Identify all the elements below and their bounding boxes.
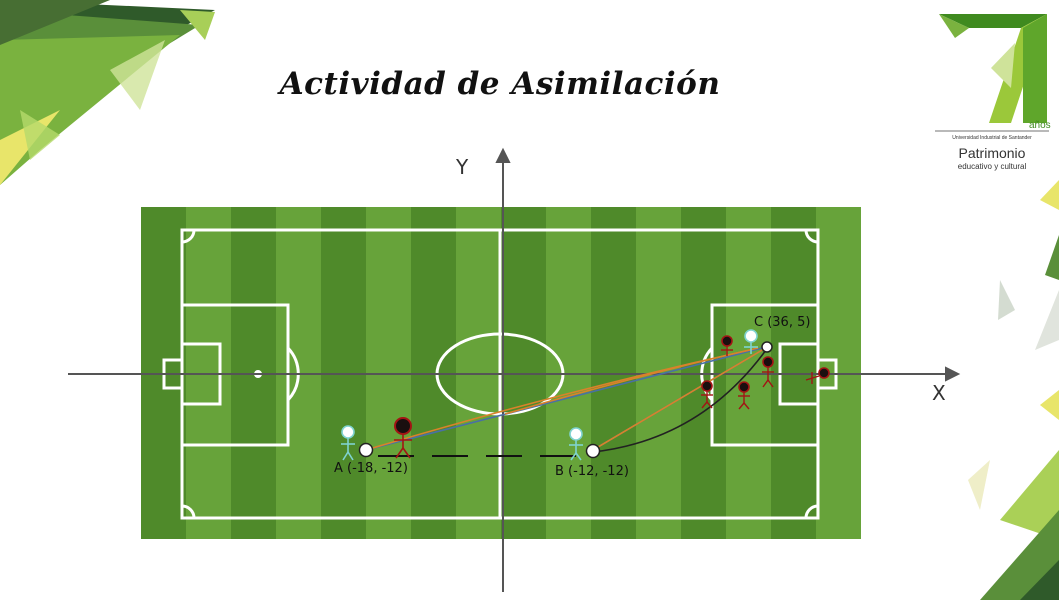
logo-university-name: Universidad Industrial de Santander (952, 135, 1032, 141)
player-dark-goalkeeper (805, 367, 830, 384)
logo-anos: años (1029, 120, 1051, 131)
logo-subtitle: educativo y cultural (958, 162, 1027, 171)
x-axis-arrow (945, 366, 961, 382)
team-light-players (341, 329, 758, 461)
point-b-label: B (-12, -12) (555, 464, 629, 479)
point-c (761, 341, 773, 353)
slide-title: Actividad de Asimilación (279, 66, 721, 102)
player-dark-5 (738, 381, 750, 410)
decoration-top-left (0, 0, 215, 185)
point-c-label: C (36, 5) (754, 315, 810, 330)
logo-one (1023, 14, 1047, 123)
decoration-right-edge (968, 180, 1059, 600)
pass-line-a-c (365, 346, 767, 451)
player-dark-2 (721, 335, 733, 356)
pass-line-b-c-curve (592, 349, 767, 453)
player-light-a (341, 425, 355, 461)
x-axis-label: X (932, 381, 946, 405)
university-logo: años Universidad Industrial de Santander… (935, 14, 1051, 171)
player-dark-3 (762, 356, 774, 388)
y-axis-arrow (495, 147, 511, 163)
pass-line-b-c-orange (592, 348, 765, 451)
logo-brand: Patrimonio (959, 145, 1026, 161)
player-dark-1 (394, 417, 412, 459)
point-a-label: A (-18, -12) (334, 461, 408, 476)
player-light-c (744, 329, 758, 354)
team-dark-players (394, 335, 830, 459)
coordinate-axes (68, 147, 961, 592)
point-a (358, 442, 374, 458)
logo-seven-top (939, 14, 1047, 28)
point-b (585, 443, 601, 459)
player-dark-4 (701, 380, 713, 409)
player-light-b (569, 427, 583, 461)
y-axis-label: Y (455, 155, 469, 179)
